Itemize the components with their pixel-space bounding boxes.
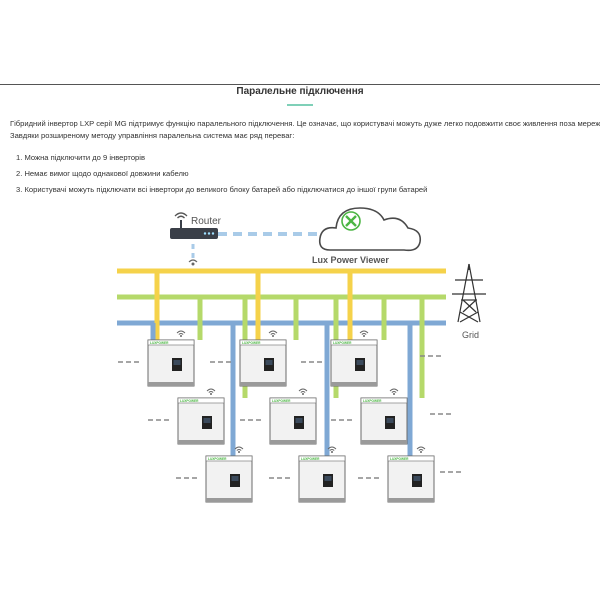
inverter-brand-label: LUXPOWER: [272, 399, 291, 403]
benefit-item-1: 1. Можна підключити до 9 інверторів: [16, 153, 145, 162]
inverter-brand-label: LUXPOWER: [363, 399, 382, 403]
inverter-brand-label: LUXPOWER: [242, 341, 261, 345]
router-icon: [170, 212, 218, 239]
inverter-unit: LUXPOWER: [269, 397, 317, 445]
wifi-icon: [327, 446, 337, 453]
cloud-icon: [318, 207, 422, 252]
inverter-brand-label: LUXPOWER: [301, 457, 320, 461]
grid-pylon-icon: [452, 263, 486, 323]
inverter-unit: LUXPOWER: [298, 455, 346, 503]
cloud-label: Lux Power Viewer: [312, 255, 389, 265]
inverter-unit: LUXPOWER: [205, 455, 253, 503]
wifi-icon: [416, 446, 426, 453]
top-divider: [0, 84, 600, 85]
wifi-icon: [359, 330, 369, 337]
inverter-unit: LUXPOWER: [330, 339, 378, 387]
intro-line-1: Гібридний інвертор LXP серії MG підтриму…: [10, 119, 600, 128]
wifi-icon: [234, 446, 244, 453]
intro-line-2: Завдяки розширеному методу управління па…: [10, 131, 295, 140]
inverter-brand-label: LUXPOWER: [180, 399, 199, 403]
page-title: Паралельне підключення: [236, 86, 364, 97]
wifi-icon: [298, 388, 308, 395]
title-accent-line: [287, 104, 313, 106]
lux-logo-icon: [341, 211, 361, 231]
inverter-brand-label: LUXPOWER: [150, 341, 169, 345]
wifi-icon: [389, 388, 399, 395]
inverter-array: LUXPOWER LUXPOWER LUXPOWER LUXPOWER LUXPOWER…: [118, 330, 462, 503]
inverter-brand-label: LUXPOWER: [333, 341, 352, 345]
benefit-item-3: 3. Користувачі можуть підключати всі інв…: [16, 185, 428, 194]
grid-label: Grid: [462, 330, 479, 340]
inverter-unit: LUXPOWER: [239, 339, 287, 387]
router-label: Router: [191, 216, 222, 227]
wifi-icon: [176, 330, 186, 337]
router-bottom-wifi-icon: [188, 259, 198, 266]
inverter-unit: LUXPOWER: [177, 397, 225, 445]
inverter-brand-label: LUXPOWER: [390, 457, 409, 461]
inverter-unit: LUXPOWER: [360, 397, 408, 445]
benefit-item-2: 2. Немає вимог щодо однакової довжини ка…: [16, 169, 189, 178]
inverter-unit: LUXPOWER: [387, 455, 435, 503]
inverter-unit: LUXPOWER: [147, 339, 195, 387]
wifi-icon: [206, 388, 216, 395]
inverter-brand-label: LUXPOWER: [208, 457, 227, 461]
wifi-icon: [268, 330, 278, 337]
